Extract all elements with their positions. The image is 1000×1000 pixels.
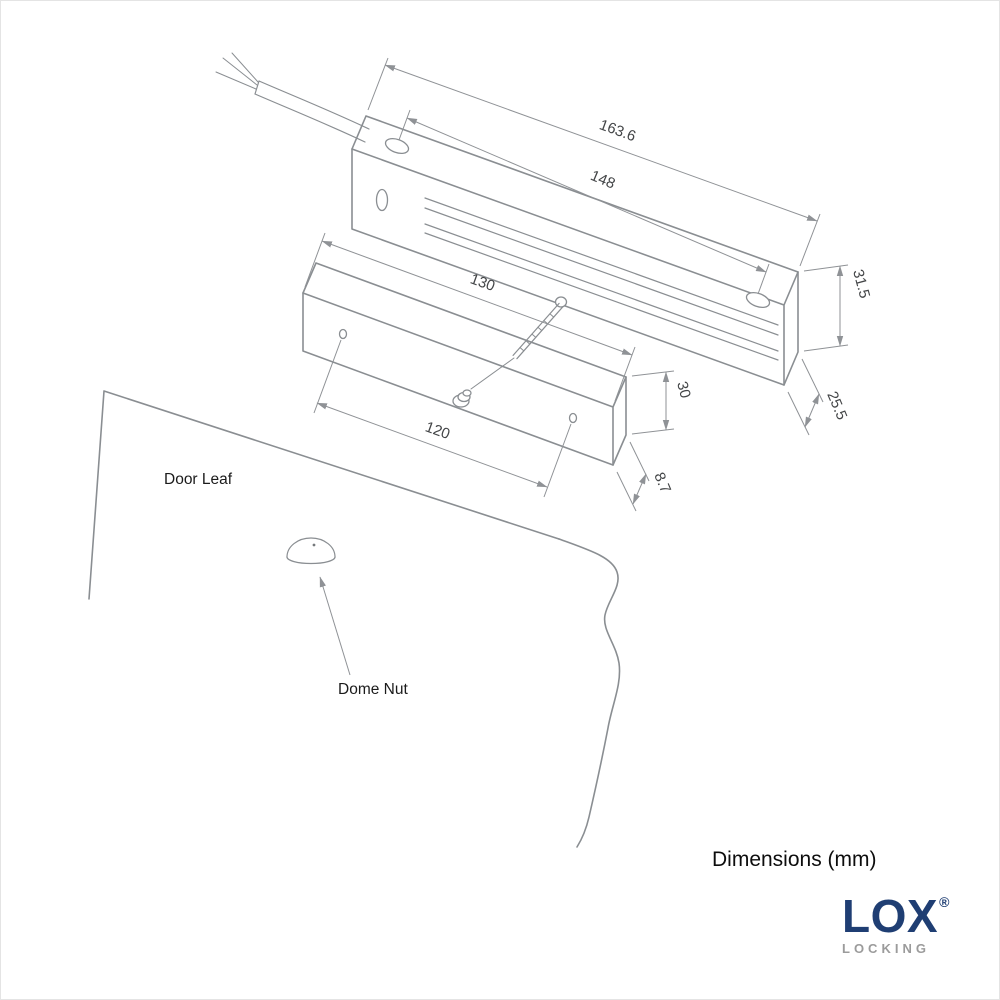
dome-nut-label: Dome Nut — [338, 681, 408, 698]
dimension-line — [316, 402, 548, 488]
dimension-label: 148 — [588, 167, 618, 192]
maglock-mount-hole-right — [745, 291, 771, 309]
extension-lines — [631, 370, 675, 435]
armature-hole-right — [568, 412, 578, 424]
dimension-label: 25.5 — [823, 389, 850, 423]
dimension-label: 30 — [673, 380, 694, 401]
dimension-label: 163.6 — [597, 116, 638, 145]
dimension-armature-depth: 8.7 — [616, 441, 674, 512]
dimension-line — [632, 473, 647, 505]
bolt-axis-line — [470, 357, 515, 390]
sex-nut-bore — [462, 389, 472, 397]
dome-nut-center-dot — [312, 543, 316, 547]
maglock-body — [351, 115, 799, 386]
bolt-threads — [519, 313, 555, 352]
dimension-label: 8.7 — [650, 470, 674, 496]
maglock-mount-hole-left — [384, 137, 410, 155]
dimensions-note: Dimensions (mm) — [712, 848, 877, 871]
brand-name: LOX — [842, 890, 939, 942]
maglock-wire-slot — [375, 188, 389, 212]
armature-hole-left — [338, 328, 348, 340]
dimension-armature-height: 30 — [631, 370, 694, 435]
sex-nut — [452, 389, 472, 408]
extension-lines — [367, 57, 821, 267]
extension-lines — [398, 109, 770, 295]
extension-lines — [616, 441, 650, 512]
cable-outline — [254, 80, 370, 143]
dimension-maglock-depth: 25.5 — [787, 358, 850, 436]
power-cable — [215, 52, 370, 143]
dimension-label: 31.5 — [849, 268, 873, 301]
dimension-line — [384, 64, 818, 222]
dome-nut: Dome Nut — [286, 537, 408, 698]
dimension-line — [804, 393, 820, 428]
dimension-armature-hole-spacing: 120 — [313, 339, 572, 498]
dimension-label: 130 — [468, 271, 497, 296]
dimension-armature-length: 130 — [304, 232, 636, 402]
door-leaf-edges — [88, 390, 560, 600]
dimension-label: 120 — [423, 419, 452, 444]
mounting-bolt — [470, 296, 568, 390]
brand-tagline: LOCKING — [842, 941, 930, 957]
armature-inner-edges — [302, 292, 627, 466]
dimension-line — [406, 117, 767, 273]
extension-lines — [313, 339, 572, 498]
brand-logo: LOX® LOCKING — [842, 893, 950, 957]
wire-strands — [215, 52, 259, 90]
extension-lines — [304, 232, 636, 402]
dimension-line — [321, 240, 633, 356]
dome-nut-cap — [286, 537, 336, 558]
dimension-maglock-length: 163.6 — [367, 57, 821, 267]
brand-logo-row: LOX® — [842, 893, 950, 939]
registered-trademark-icon: ® — [939, 894, 950, 910]
extension-lines — [803, 264, 849, 352]
maglock-inner-edges — [351, 148, 799, 386]
maglock-outline — [351, 115, 799, 386]
extension-lines — [787, 358, 824, 436]
door-leaf-break-line — [558, 538, 621, 848]
door-leaf: Door Leaf — [88, 390, 621, 848]
door-leaf-label: Door Leaf — [164, 471, 233, 488]
dimension-maglock-height: 31.5 — [803, 264, 873, 352]
dome-nut-pointer-arrow — [319, 576, 351, 676]
